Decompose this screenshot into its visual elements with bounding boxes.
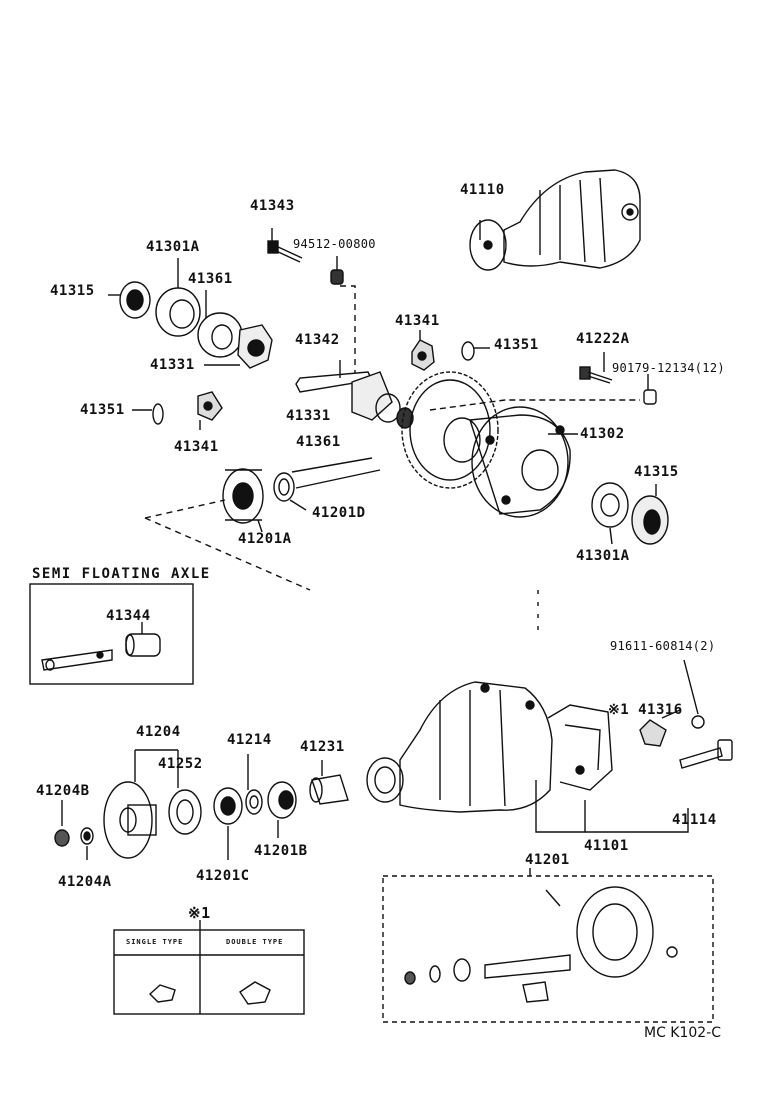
bearings-lower-drawing xyxy=(213,754,349,860)
label-41351-left: 41351 xyxy=(80,402,125,418)
label-41301A-top: 41301A xyxy=(146,239,200,255)
label-41110: 41110 xyxy=(460,182,505,198)
semi-floating-axle-title: SEMI FLOATING AXLE xyxy=(32,566,211,582)
pin-41343-drawing xyxy=(267,228,356,380)
label-41361-mid: 41361 xyxy=(296,434,341,450)
label-41201D: 41201D xyxy=(312,505,366,521)
carrier-41110-drawing xyxy=(469,169,641,271)
bearing-41301A-top-drawing xyxy=(108,258,207,337)
label-41204A: 41204A xyxy=(58,874,112,890)
label-90179-12134: 90179-12134(12) xyxy=(612,361,725,375)
flange-41204-drawing xyxy=(54,749,202,860)
footer-code: MC K102-C xyxy=(644,1025,722,1041)
label-41231: 41231 xyxy=(300,739,345,755)
ring-gear-case-41302-drawing xyxy=(401,371,640,518)
label-41252: 41252 xyxy=(158,756,203,772)
bearing-41201A-drawing xyxy=(222,468,307,533)
legend-box-drawing xyxy=(113,920,305,1015)
legend-double-type: DOUBLE TYPE xyxy=(226,938,284,946)
label-41331-mid: 41331 xyxy=(286,408,331,424)
gear-41341-top-drawing xyxy=(411,330,490,371)
bolt-41114-drawing xyxy=(639,659,733,769)
label-41351-top: 41351 xyxy=(494,337,539,353)
bolt-41222A-drawing xyxy=(579,352,657,405)
legend-marker: ※1 xyxy=(188,904,211,922)
label-41361-top: 41361 xyxy=(188,271,233,287)
label-94512-00800: 94512-00800 xyxy=(293,237,376,251)
label-41341-left: 41341 xyxy=(174,439,219,455)
label-41214: 41214 xyxy=(227,732,272,748)
label-41341-top: 41341 xyxy=(395,313,440,329)
label-41342: 41342 xyxy=(295,332,340,348)
gear-41341-left-drawing xyxy=(132,391,223,430)
bearing-41301A-right-drawing xyxy=(591,482,669,545)
washer-gear-41361-drawing xyxy=(197,312,273,369)
label-41343: 41343 xyxy=(250,198,295,214)
legend-single-type: SINGLE TYPE xyxy=(126,938,184,946)
label-41302: 41302 xyxy=(580,426,625,442)
label-41315-top: 41315 xyxy=(50,283,95,299)
carrier-41101-drawing xyxy=(366,681,689,833)
label-41316: ※1 41316 xyxy=(608,702,683,718)
label-41331-top: 41331 xyxy=(150,357,195,373)
label-41204B: 41204B xyxy=(36,783,90,799)
label-41222A: 41222A xyxy=(576,331,630,347)
label-41344: 41344 xyxy=(106,608,151,624)
label-41201C: 41201C xyxy=(196,868,250,884)
label-41201A: 41201A xyxy=(238,531,292,547)
semi-floating-box-drawing xyxy=(29,583,194,685)
label-41204: 41204 xyxy=(136,724,181,740)
shaft-41342-drawing xyxy=(295,360,414,429)
ring-pinion-set-41201-drawing xyxy=(382,868,714,1023)
label-41315-right: 41315 xyxy=(634,464,679,480)
label-41114: 41114 xyxy=(672,812,717,828)
label-41101: 41101 xyxy=(584,838,629,854)
label-41301A-right: 41301A xyxy=(576,548,630,564)
label-41201: 41201 xyxy=(525,852,570,868)
label-41201B: 41201B xyxy=(254,843,308,859)
axle-lines-drawing xyxy=(144,457,381,591)
label-91611-60814: 91611-60814(2) xyxy=(610,639,716,653)
